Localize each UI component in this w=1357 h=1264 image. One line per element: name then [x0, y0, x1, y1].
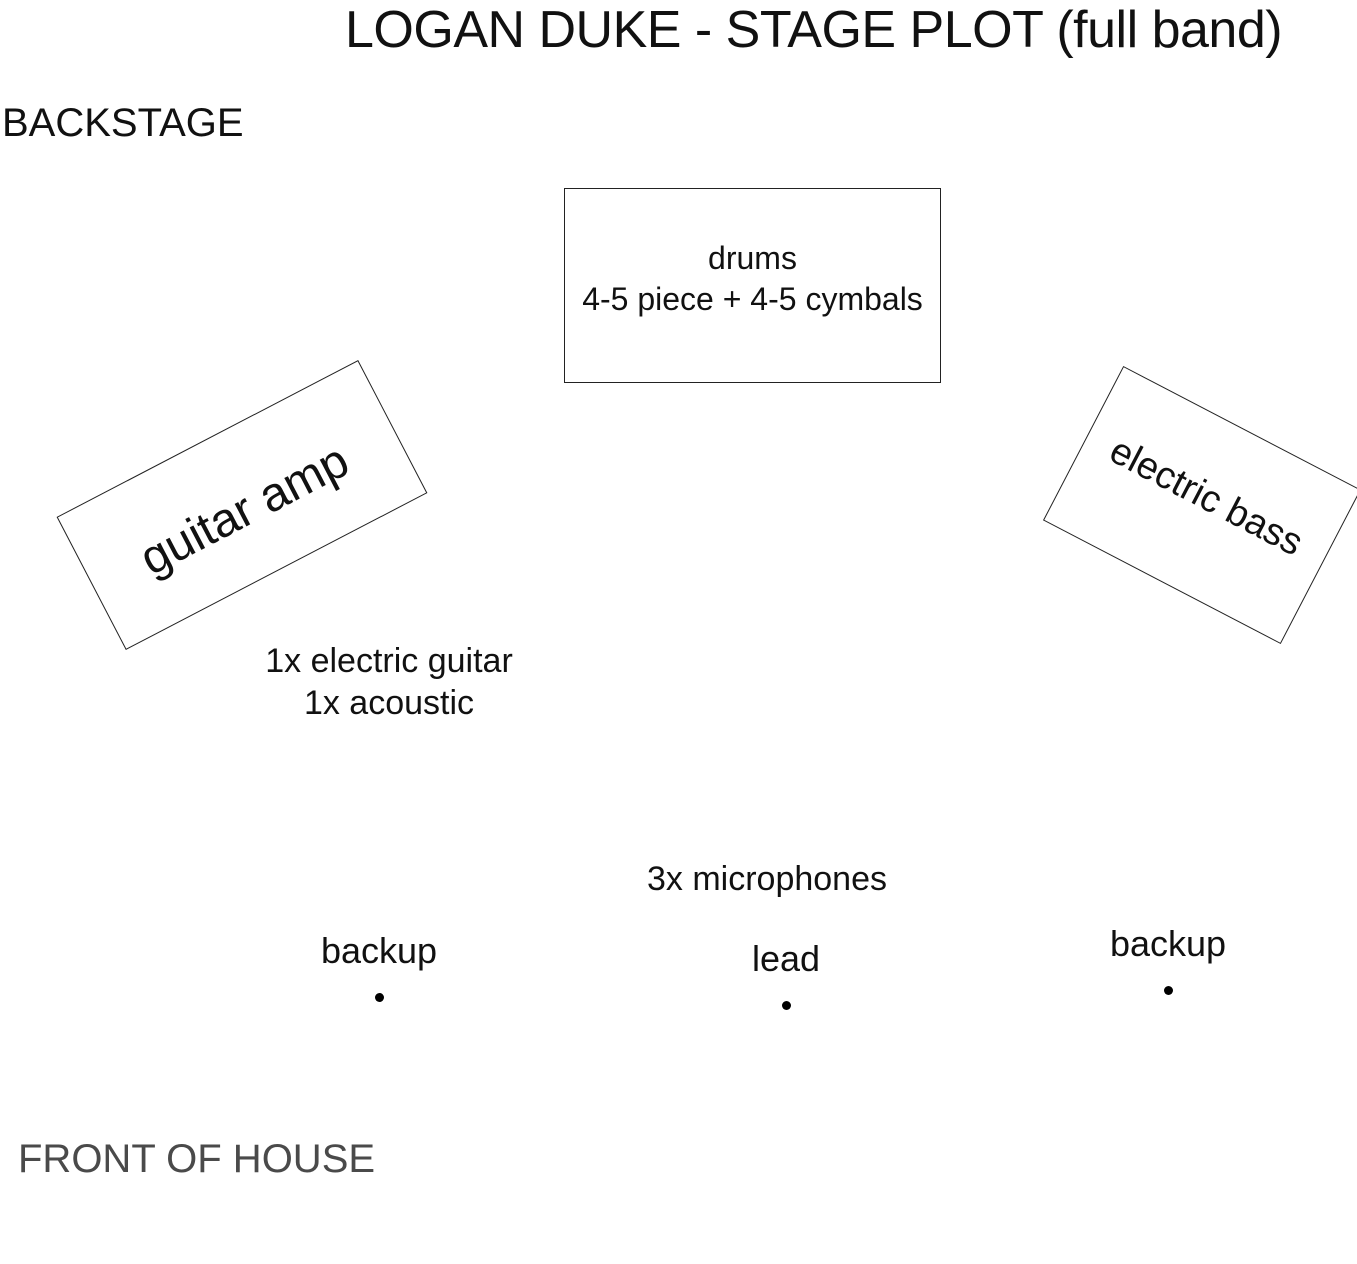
electric-bass-label: electric bass [1102, 429, 1310, 565]
front-of-house-label: FRONT OF HOUSE [18, 1137, 376, 1181]
drums-detail: 4-5 piece + 4-5 cymbals [582, 280, 923, 317]
mic-label: backup [320, 930, 438, 971]
drums-box: drums 4-5 piece + 4-5 cymbals [564, 188, 941, 383]
microphones-count-label: 3x microphones [646, 860, 887, 898]
guitar-instruments-note: 1x electric guitar 1x acoustic [219, 640, 559, 724]
mic-position-backup-right: backup [1068, 923, 1268, 995]
mic-label: lead [751, 938, 821, 979]
electric-guitar-count: 1x electric guitar [265, 642, 513, 680]
stage-plot-title: LOGAN DUKE - STAGE PLOT (full band) [345, 1, 1283, 59]
mic-position-lead: lead [686, 938, 886, 1010]
guitar-amp-box: guitar amp [56, 359, 428, 651]
electric-bass-box: electric bass [1042, 365, 1357, 645]
mic-position-dot [1163, 986, 1173, 995]
mic-position-dot [781, 1001, 791, 1010]
mic-position-backup-left: backup [279, 930, 479, 1002]
guitar-amp-label: guitar amp [131, 434, 358, 586]
backstage-label: BACKSTAGE [2, 101, 244, 145]
mic-label: backup [1109, 923, 1227, 964]
drums-label: drums [708, 239, 797, 276]
acoustic-guitar-count: 1x acoustic [303, 684, 475, 722]
mic-position-dot [374, 993, 384, 1002]
